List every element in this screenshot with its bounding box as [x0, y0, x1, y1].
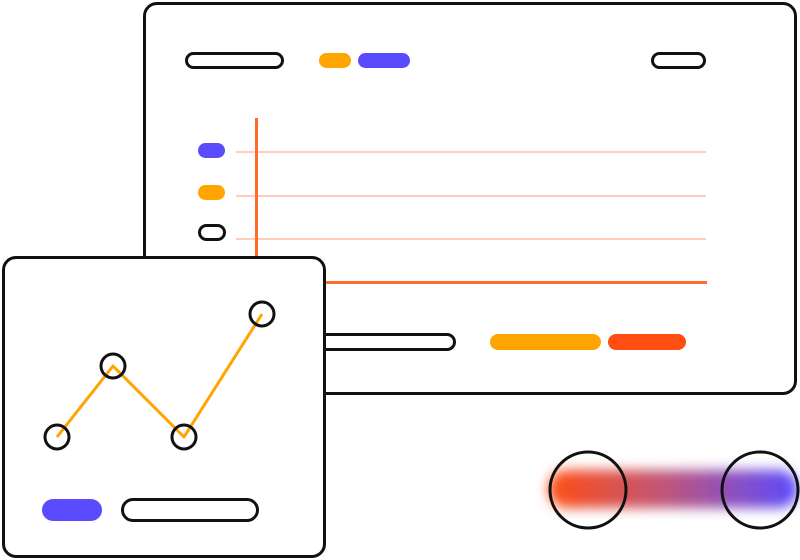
- front-footer-swatch-blue: [42, 499, 102, 521]
- footer-bar-red-orange: [608, 334, 686, 350]
- gridline-2: [236, 195, 706, 197]
- x-axis-line: [255, 281, 707, 284]
- footer-bar-orange: [490, 334, 601, 350]
- row-label-swatch-outline: [198, 224, 226, 241]
- data-point-1: [43, 423, 71, 451]
- connector-knob-right: [720, 450, 800, 530]
- gridline-1: [236, 151, 706, 153]
- gridline-3: [236, 238, 706, 240]
- legend-swatch-orange: [319, 53, 351, 68]
- data-point-4: [248, 300, 276, 328]
- menu-placeholder-button: [651, 52, 706, 69]
- title-placeholder-bar: [185, 52, 284, 69]
- row-label-swatch-blue: [198, 143, 225, 158]
- connector-bar: [548, 470, 798, 508]
- connector-knob-left: [548, 450, 628, 530]
- data-point-3: [170, 423, 198, 451]
- row-label-swatch-orange: [198, 185, 225, 200]
- line-series: [55, 313, 264, 439]
- y-axis-line: [255, 118, 258, 284]
- legend-swatch-blue: [358, 53, 410, 68]
- front-footer-placeholder-bar: [121, 498, 259, 522]
- data-point-2: [99, 352, 127, 380]
